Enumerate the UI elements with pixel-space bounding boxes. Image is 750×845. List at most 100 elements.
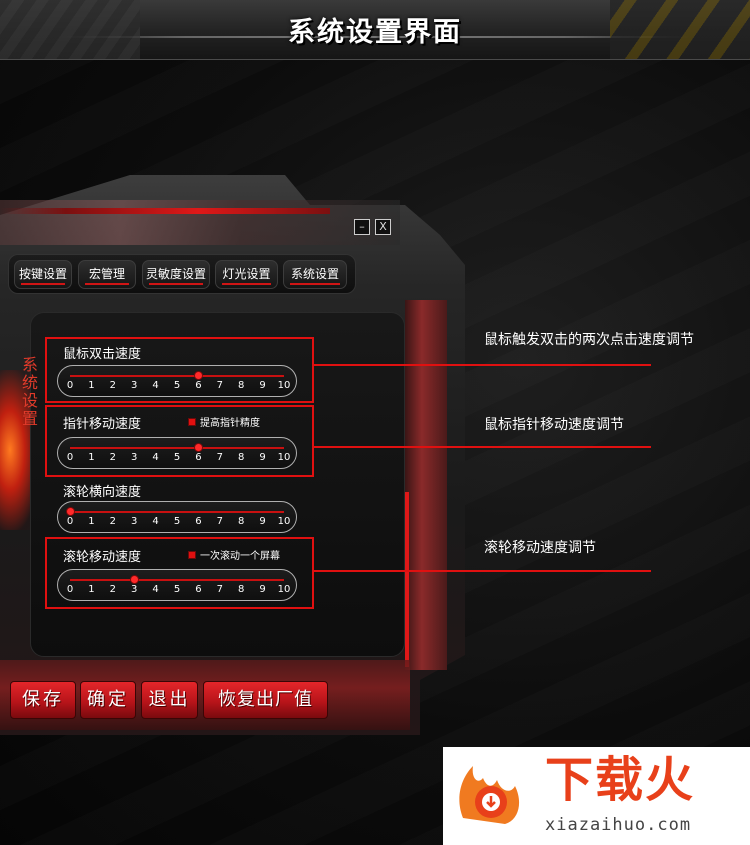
- frame-right-plate: [405, 300, 447, 670]
- slider-tick-label: 5: [173, 584, 181, 595]
- tab-sensitivity-settings[interactable]: 灵敏度设置: [142, 260, 210, 289]
- frame-right-accent: [405, 492, 409, 667]
- restore-defaults-button[interactable]: 恢复出厂值: [203, 681, 328, 719]
- slider-tick-label: 2: [109, 380, 116, 391]
- watermark-brand: 下载火: [545, 752, 696, 808]
- watermark-url: xiazaihuo.com: [545, 815, 692, 835]
- slider-tick-label: 1: [88, 380, 95, 391]
- ok-button[interactable]: 确定: [80, 681, 136, 719]
- header-banner: 系统设置界面: [0, 0, 750, 60]
- save-button[interactable]: 保存: [10, 681, 76, 719]
- wheel-scroll-speed-slider[interactable]: 0 1 2 3 4 5 6 7 8 9 10: [57, 569, 297, 601]
- slider-tick-label: 2: [109, 516, 116, 527]
- scroll-one-screen-checkbox[interactable]: [188, 550, 196, 559]
- slider-tick-label: 0: [66, 584, 74, 595]
- slider-tick-label: 10: [277, 516, 291, 527]
- frame-red-accent: [0, 208, 330, 214]
- slider-ticks: 0 1 2 3 4 5 6 7 8 9 10: [58, 380, 296, 394]
- exit-button[interactable]: 退出: [141, 681, 198, 719]
- slider-tick-label: 0: [66, 380, 74, 391]
- slider-tick-label: 6: [195, 516, 202, 527]
- slider-tick-label: 3: [131, 380, 138, 391]
- callout-line-pointer-speed: [314, 446, 651, 448]
- enhance-pointer-precision-checkbox[interactable]: [188, 417, 196, 426]
- slider-tick-label: 8: [238, 516, 245, 527]
- callout-line-wheel-speed: [314, 570, 651, 572]
- slider-tick-label: 5: [173, 452, 181, 463]
- close-button[interactable]: X: [375, 219, 391, 235]
- tab-system-settings[interactable]: 系统设置: [283, 260, 347, 289]
- slider-tick-label: 7: [216, 516, 223, 527]
- slider-tick-label: 9: [259, 380, 266, 391]
- slider-tick-label: 9: [259, 584, 266, 595]
- highlight-wheel-speed: [45, 537, 314, 609]
- slider-track: [70, 375, 284, 377]
- slider-tick-label: 1: [88, 584, 95, 595]
- side-label-system-settings: 系统设置: [19, 356, 38, 428]
- slider-tick-label: 10: [277, 380, 291, 391]
- tab-macro-management[interactable]: 宏管理: [78, 260, 136, 289]
- slider-tick-label: 5: [173, 380, 181, 391]
- highlight-pointer-speed: [45, 405, 314, 477]
- slider-tick-label: 0: [66, 516, 74, 527]
- slider-tick-label: 9: [259, 516, 266, 527]
- slider-tick-label: 4: [152, 452, 159, 463]
- annotation-wheel-speed: 滚轮移动速度调节: [484, 540, 596, 556]
- slider-knob[interactable]: [194, 371, 204, 380]
- pointer-speed-label: 指针移动速度: [63, 417, 142, 432]
- slider-tick-label: 6: [195, 380, 202, 391]
- slider-tick-label: 10: [277, 584, 291, 595]
- wheel-horizontal-speed-slider[interactable]: 0 1 2 3 4 5 6 7 8 9 10: [57, 501, 297, 533]
- slider-tick-label: 6: [195, 452, 202, 463]
- slider-track: [70, 579, 284, 581]
- scroll-one-screen-option[interactable]: 一次滚动一个屏幕: [188, 547, 280, 562]
- wheel-horizontal-speed-label: 滚轮横向速度: [63, 485, 142, 500]
- slider-tick-label: 2: [109, 452, 116, 463]
- slider-tick-label: 7: [216, 452, 223, 463]
- banner-decoration-right: [610, 0, 750, 59]
- slider-tick-label: 8: [238, 380, 245, 391]
- slider-tick-label: 10: [277, 452, 291, 463]
- annotation-double-click: 鼠标触发双击的两次点击速度调节: [484, 332, 694, 348]
- frame-top-plate: [0, 200, 400, 245]
- slider-knob[interactable]: [194, 443, 204, 452]
- banner-decoration-left: [0, 0, 140, 59]
- double-click-speed-label: 鼠标双击速度: [63, 347, 142, 362]
- double-click-speed-slider[interactable]: 0 1 2 3 4 5 6 7 8 9 10: [57, 365, 297, 397]
- slider-track: [70, 511, 284, 513]
- slider-tick-label: 3: [131, 452, 138, 463]
- slider-tick-label: 2: [109, 584, 116, 595]
- slider-tick-label: 7: [216, 584, 223, 595]
- tab-key-settings[interactable]: 按键设置: [14, 260, 72, 289]
- minimize-button[interactable]: –: [354, 219, 370, 235]
- slider-tick-label: 4: [152, 516, 159, 527]
- slider-knob[interactable]: [66, 507, 75, 516]
- slider-tick-label: 1: [88, 516, 95, 527]
- slider-tick-label: 9: [259, 452, 266, 463]
- enhance-pointer-precision-label: 提高指针精度: [200, 418, 260, 429]
- page-title: 系统设置界面: [288, 17, 462, 48]
- callout-line-double-click: [314, 364, 651, 366]
- highlight-double-click: [45, 337, 314, 403]
- slider-tick-label: 1: [88, 452, 95, 463]
- slider-tick-label: 5: [173, 516, 181, 527]
- annotation-pointer-speed: 鼠标指针移动速度调节: [484, 417, 624, 433]
- slider-ticks: 0 1 2 3 4 5 6 7 8 9 10: [58, 584, 296, 598]
- slider-ticks: 0 1 2 3 4 5 6 7 8 9 10: [58, 516, 296, 530]
- slider-tick-label: 7: [216, 380, 223, 391]
- slider-tick-label: 4: [152, 380, 159, 391]
- wheel-scroll-speed-label: 滚轮移动速度: [63, 550, 142, 565]
- scroll-one-screen-label: 一次滚动一个屏幕: [200, 551, 280, 562]
- slider-track: [70, 447, 284, 449]
- slider-tick-label: 6: [195, 584, 202, 595]
- slider-tick-label: 3: [131, 516, 138, 527]
- slider-tick-label: 0: [66, 452, 74, 463]
- slider-tick-label: 3: [131, 584, 138, 595]
- tab-lighting-settings[interactable]: 灯光设置: [215, 260, 278, 289]
- slider-knob[interactable]: [130, 575, 140, 584]
- slider-tick-label: 4: [152, 584, 159, 595]
- enhance-pointer-precision-option[interactable]: 提高指针精度: [188, 414, 260, 429]
- slider-tick-label: 8: [238, 584, 245, 595]
